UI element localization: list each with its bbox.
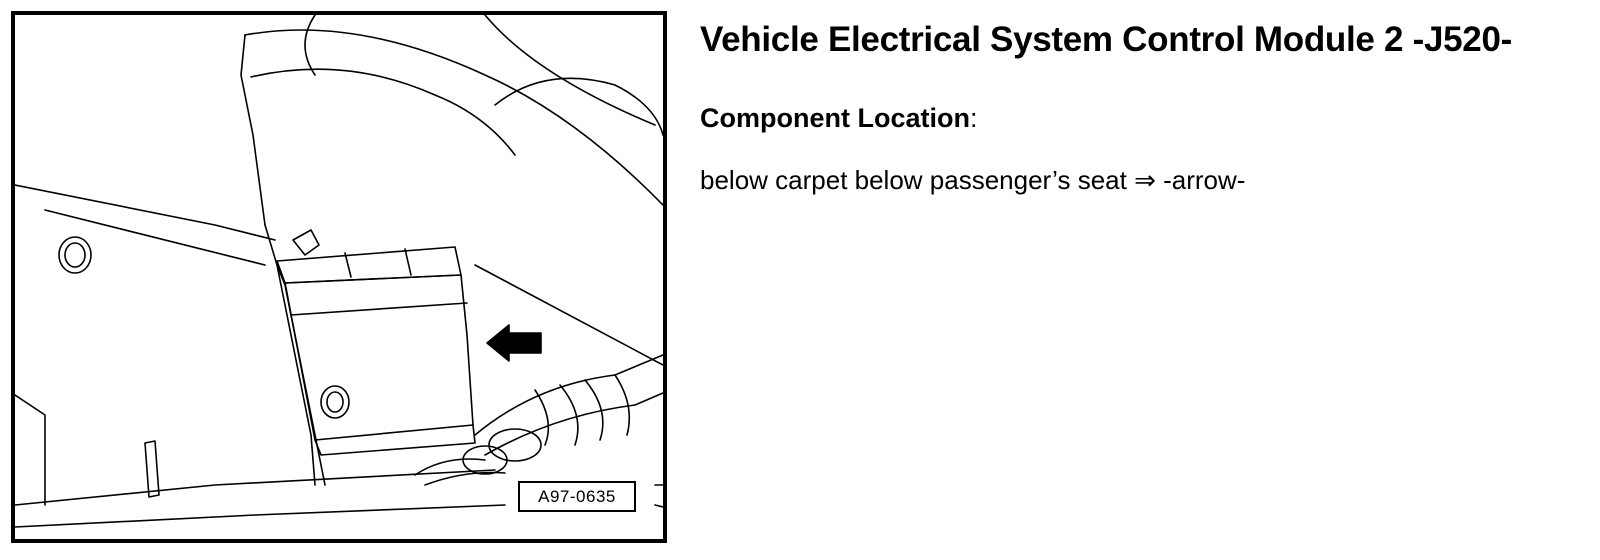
location-description: below carpet below passenger’s seat ⇒ -a… xyxy=(700,162,1590,198)
text-column: Vehicle Electrical System Control Module… xyxy=(700,14,1590,198)
section-heading-colon: : xyxy=(969,103,978,133)
location-text: below carpet below passenger’s seat xyxy=(700,165,1127,195)
line-drawing xyxy=(15,15,663,528)
figure-id-label: A97-0635 xyxy=(518,481,636,512)
reference-arrow-symbol: ⇒ xyxy=(1134,165,1156,195)
section-heading: Component Location: xyxy=(700,100,1590,136)
reference-text: -arrow- xyxy=(1163,165,1246,195)
section-heading-label: Component Location xyxy=(700,103,970,133)
page-title: Vehicle Electrical System Control Module… xyxy=(700,20,1512,59)
component-location-illustration: A97-0635 xyxy=(11,11,667,543)
